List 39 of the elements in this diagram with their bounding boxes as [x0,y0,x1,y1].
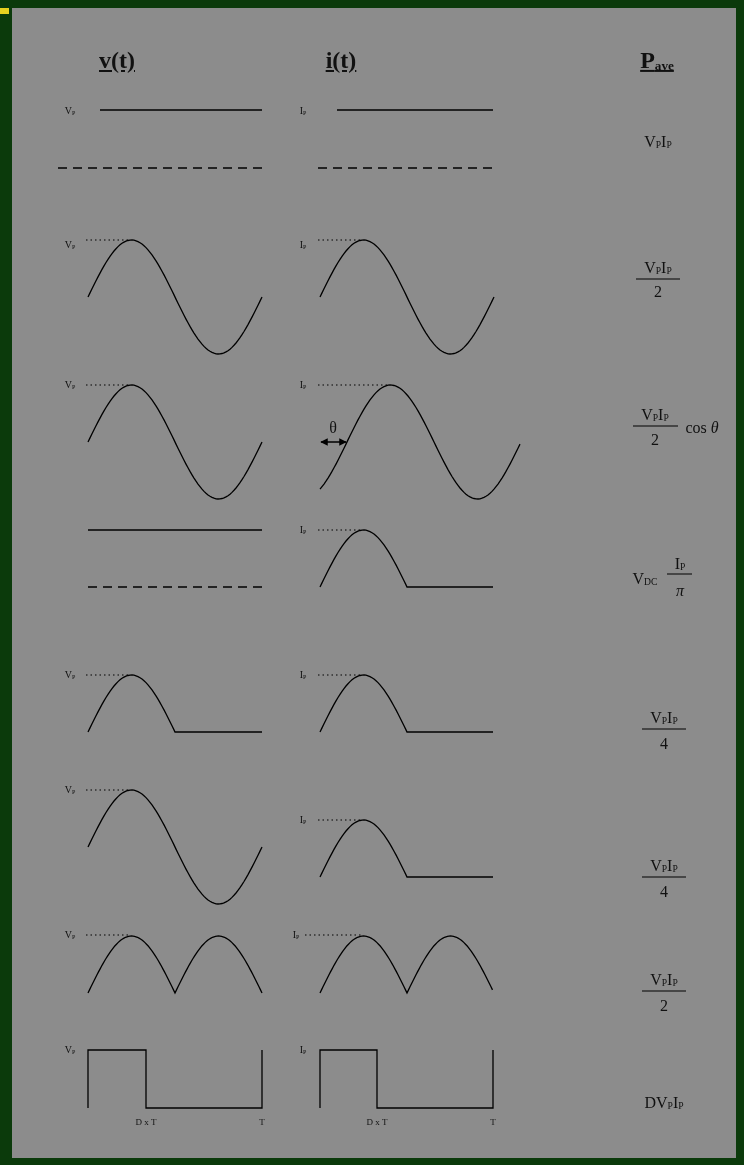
formula-numerator: V$_{P}$I$_{P}$ [650,858,678,874]
formula-numerator: V$_{P}$I$_{P}$ [644,260,672,276]
time-label: D x T [135,1117,157,1127]
power-formula: V$_{P}$I$_{P}$ [644,134,672,150]
formula-denominator: π [676,583,684,599]
peak-value-label: V$_{P}$ [64,240,76,250]
power-formula: DV$_{P}$I$_{P}$ [644,1095,684,1111]
time-label: T [490,1117,496,1127]
peak-value-label: I$_{P}$ [292,930,300,940]
formula-denominator: 4 [660,736,668,752]
formula-numerator: V$_{P}$I$_{P}$ [650,710,678,726]
peak-value-label: V$_{P}$ [64,380,76,390]
peak-value-label: I$_{P}$ [299,106,307,116]
peak-value-label: I$_{P}$ [299,815,307,825]
formula-numerator: V$_{P}$I$_{P}$ [641,407,669,423]
peak-value-label: V$_{P}$ [64,670,76,680]
formula-numerator: V$_{P}$I$_{P}$ [650,972,678,988]
peak-value-label: I$_{P}$ [299,1045,307,1055]
formula-factor: V$_{DC}$ [632,571,658,587]
formula-denominator: 2 [651,432,659,448]
formula-denominator: 2 [654,284,662,300]
column-heading: v(t) [99,48,135,72]
peak-value-label: V$_{P}$ [64,930,76,940]
peak-value-label: V$_{P}$ [64,1045,76,1055]
time-label: T [259,1117,265,1127]
formula-numerator: I$_{P}$ [674,556,686,572]
time-label: D x T [366,1117,388,1127]
peak-value-label: V$_{P}$ [64,106,76,116]
formula-denominator: 2 [660,998,668,1014]
peak-value-label: I$_{P}$ [299,240,307,250]
peak-value-label: V$_{P}$ [64,785,76,795]
peak-value-label: I$_{P}$ [299,670,307,680]
column-heading: P$_{ave}$ [640,47,674,73]
column-heading: i(t) [325,48,357,72]
peak-value-label: I$_{P}$ [299,380,307,390]
peak-value-label: I$_{P}$ [299,525,307,535]
formula-factor: cos θ [685,420,719,436]
formula-denominator: 4 [660,884,668,900]
phase-angle-label: θ [329,420,337,436]
